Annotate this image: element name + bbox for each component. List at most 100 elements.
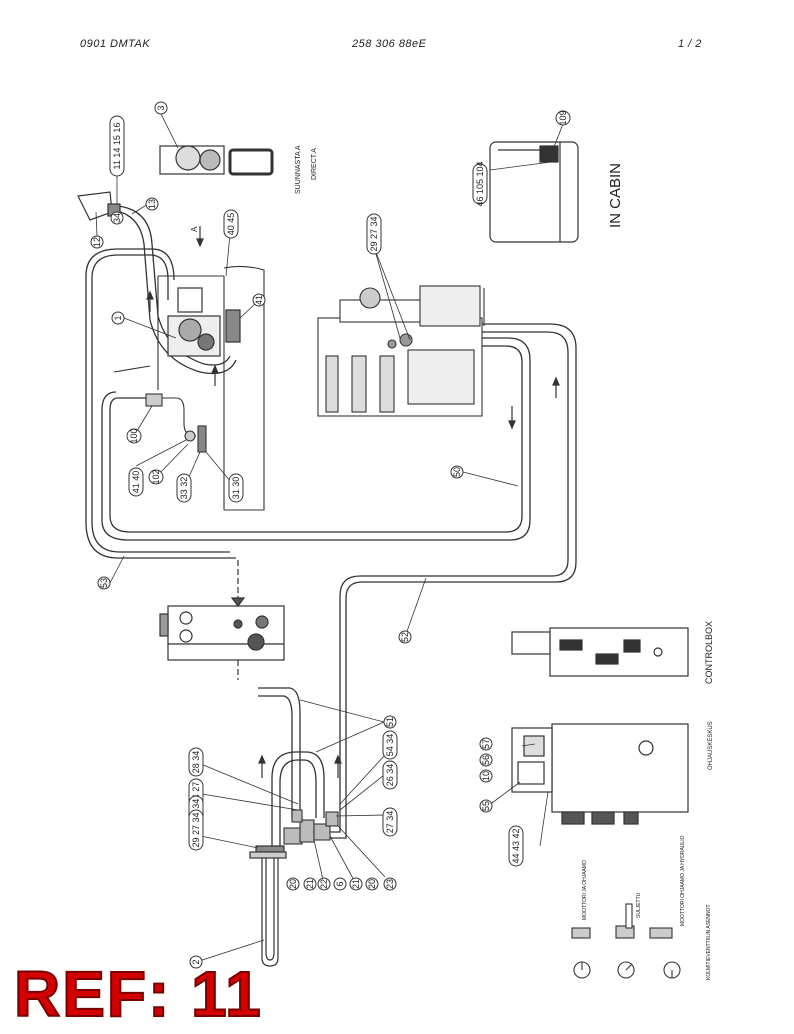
svg-text:21: 21: [305, 879, 315, 889]
balloon-27-34-right: 27 34: [382, 807, 398, 837]
engine-wall: [157, 265, 265, 511]
hose-52: [300, 331, 569, 833]
hose-51: [258, 687, 301, 818]
svg-text:10: 10: [481, 771, 491, 781]
moottori-ohjaamo-label: MOOTTORI JA OHJAAMO: [582, 860, 588, 920]
balloon-22: 22: [317, 877, 331, 891]
svg-text:3: 3: [156, 105, 166, 110]
in-cabin-label: IN CABIN: [607, 163, 624, 228]
balloon-54-34: 54 34: [382, 730, 398, 760]
suljettu-label: SULJETTU: [636, 892, 642, 918]
balloon-50: 50: [450, 465, 464, 479]
balloon-10: 10: [479, 769, 493, 783]
balloon-2: 2: [189, 955, 203, 969]
balloon-31-30: 31 30: [228, 473, 244, 503]
balloon-26-34: 26 34: [382, 760, 398, 790]
valve-12: [77, 191, 121, 221]
balloon-29-27-34-left: 29 27 34: [188, 809, 204, 851]
balloon-53: 53: [97, 576, 111, 590]
svg-text:2: 2: [191, 959, 201, 964]
svg-text:46 105 104: 46 105 104: [475, 161, 485, 206]
svg-text:28 34: 28 34: [191, 751, 201, 774]
svg-text:50: 50: [452, 467, 462, 477]
balloon-3: 3: [154, 101, 168, 115]
reference-mark: REF: 11: [13, 958, 263, 1030]
svg-text:51: 51: [385, 717, 395, 727]
balloon-40-45: 40 45: [223, 209, 239, 239]
balloon-41: 41: [252, 293, 266, 307]
balloon-57: 57: [479, 737, 493, 751]
hose-53: [91, 254, 230, 553]
svg-text:44 43 42: 44 43 42: [511, 828, 521, 863]
svg-text:40 45: 40 45: [226, 213, 236, 236]
balloon-29-27-34: 29 27 34: [366, 213, 382, 255]
svg-text:11 14 15 16: 11 14 15 16: [112, 123, 122, 170]
svg-text:22: 22: [319, 879, 329, 889]
balloon-109: 109: [555, 110, 571, 126]
coolant-heater-box: [159, 560, 285, 680]
svg-text:57: 57: [481, 739, 491, 749]
svg-text:13: 13: [147, 199, 157, 209]
balloon-46-105-104: 46 105 104: [472, 161, 488, 207]
svg-text:52: 52: [400, 632, 410, 642]
svg-text:54 34: 54 34: [385, 734, 395, 757]
balloon-100: 100: [126, 428, 142, 444]
heating-element: [249, 845, 287, 967]
balloon-28-34: 28 34: [188, 747, 204, 777]
svg-text:100: 100: [129, 428, 139, 443]
control-box-bottom: [511, 723, 689, 825]
svg-text:31 30: 31 30: [231, 477, 241, 500]
svg-text:20: 20: [288, 879, 298, 889]
svg-text:53: 53: [99, 578, 109, 588]
svg-text:56: 56: [481, 755, 491, 765]
svg-text:24 27: 24 27: [191, 782, 201, 805]
cabin-heater-unit: [489, 141, 579, 243]
balloon-20-right: 20: [365, 877, 379, 891]
balloon-41-40: 41 40: [128, 467, 144, 497]
direct-label: DIRECT.A: [311, 148, 318, 180]
svg-text:41 40: 41 40: [131, 471, 141, 494]
header-page-number: 1 / 2: [678, 38, 702, 50]
header-part-number: 258 306 88eE: [352, 38, 427, 50]
controlbox-label: CONTROLBOX: [704, 621, 714, 684]
svg-text:12: 12: [92, 237, 102, 247]
svg-text:29 27 34: 29 27 34: [191, 812, 201, 847]
balloon-13: 13: [145, 197, 159, 211]
reference-balloons: 3 11 14 15 16 13 12 34 40 45 41 1 109 46…: [90, 101, 571, 969]
svg-text:26 34: 26 34: [385, 764, 395, 787]
balloon-21: 21: [303, 877, 317, 891]
ohjauskeskus-label: OHJAUSKESKUS: [708, 721, 714, 770]
svg-text:23: 23: [385, 879, 395, 889]
svg-text:109: 109: [558, 110, 568, 125]
svg-text:34: 34: [112, 213, 122, 223]
moottori-ohjaamo-hydraulio-label: MOOTTORI OHJAAMO JA HYDRAULIO: [680, 835, 686, 926]
arrow-a-label: A: [190, 226, 199, 232]
balloon-1: 1: [111, 311, 125, 325]
svg-text:6: 6: [335, 881, 345, 886]
balloon-33-32: 33 32: [176, 473, 192, 503]
balloon-34: 34: [110, 211, 124, 225]
balloon-52: 52: [398, 630, 412, 644]
svg-text:27 34: 27 34: [385, 811, 395, 834]
engine-block: [317, 285, 485, 417]
balloon-23: 23: [383, 877, 397, 891]
svg-text:33 32: 33 32: [179, 477, 189, 500]
svg-text:21: 21: [351, 879, 361, 889]
svg-text:1: 1: [113, 315, 123, 320]
suunnasta-label: SUUNNASTA A: [295, 145, 302, 194]
balloon-56: 56: [479, 753, 493, 767]
valve-positions: [571, 903, 681, 979]
svg-text:29 27 34: 29 27 34: [369, 216, 379, 251]
heater-unit: [167, 287, 241, 357]
balloon-51: 51: [383, 715, 397, 729]
balloon-44-43-42: 44 43 42: [508, 825, 524, 867]
balloon-6: 6: [333, 877, 347, 891]
kolmitieventtiili-label: KOLMITIEVENTTIILIN ASENNOT: [706, 904, 712, 980]
balloon-55: 55: [479, 799, 493, 813]
control-box-top: [511, 627, 689, 677]
diagram-labels: IN CABIN SUUNNASTA A DIRECT.A A CONTROLB…: [190, 145, 714, 980]
header-document-code: 0901 DMTAK: [80, 38, 151, 50]
shutoff-valve: [159, 145, 274, 176]
svg-text:41: 41: [254, 295, 264, 305]
